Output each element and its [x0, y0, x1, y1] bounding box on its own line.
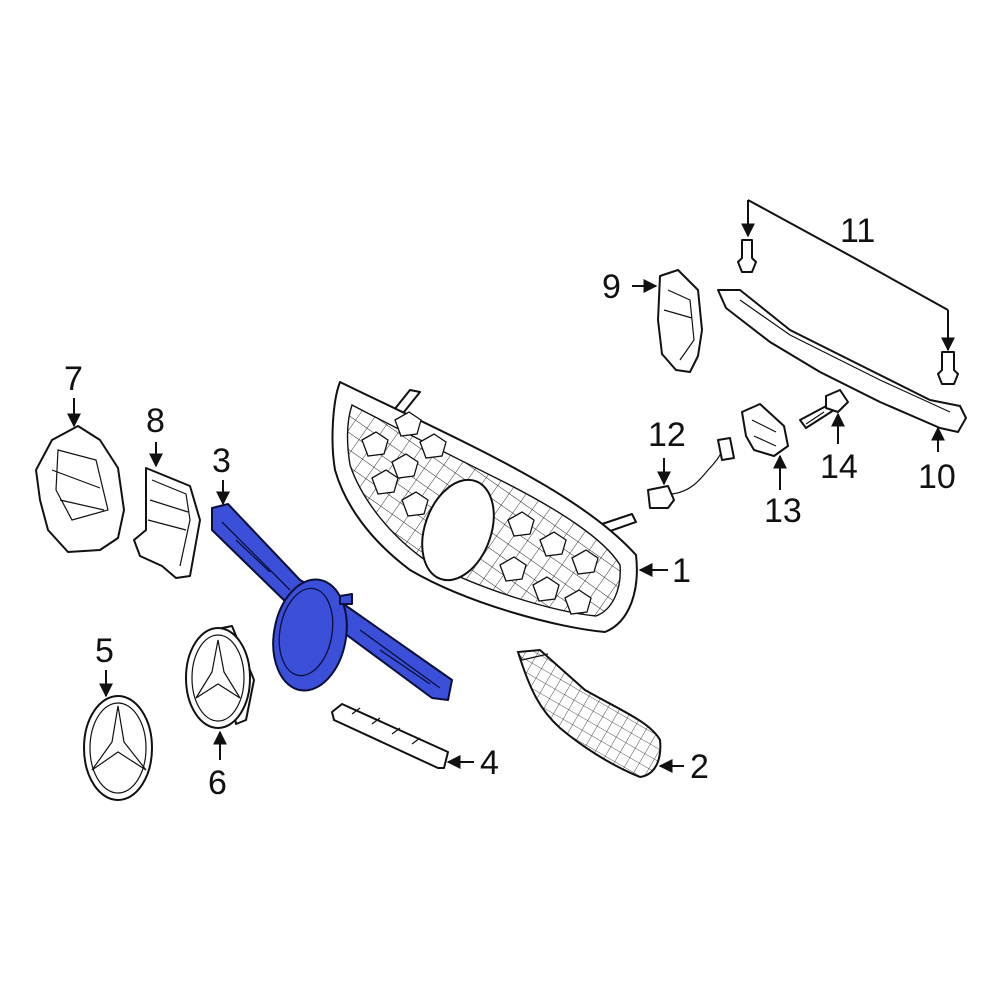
part-14-bolt[interactable] — [799, 389, 849, 429]
callout-4: 4 — [480, 744, 499, 782]
part-1-grille[interactable] — [331, 381, 638, 633]
part-2-lower-grille[interactable] — [516, 648, 662, 779]
part-8-mount-bracket[interactable] — [133, 467, 201, 579]
callout-14: 14 — [820, 448, 858, 486]
part-5-emblem[interactable] — [83, 695, 153, 801]
part-12-sensor[interactable] — [647, 437, 735, 509]
part-4-trim-strip[interactable] — [331, 703, 449, 769]
part-13-small-bracket[interactable] — [741, 403, 789, 457]
callout-8: 8 — [146, 402, 165, 440]
part-10-support-bar[interactable] — [717, 289, 967, 433]
leader-lines — [67, 199, 955, 773]
part-9-side-bracket[interactable] — [657, 269, 703, 373]
part-1-emblem-opening — [421, 478, 495, 582]
part-6-emblem-mount[interactable] — [185, 625, 255, 729]
part-11-push-pins[interactable] — [737, 239, 959, 385]
callout-2: 2 — [690, 748, 709, 786]
callout-1: 1 — [672, 552, 691, 590]
callout-5: 5 — [95, 632, 114, 670]
callout-13: 13 — [764, 492, 802, 530]
callout-9: 9 — [602, 268, 621, 306]
callout-12: 12 — [648, 416, 686, 454]
callout-11: 11 — [840, 212, 875, 250]
callout-7: 7 — [64, 360, 83, 398]
part-3-grille-bar-highlighted[interactable] — [211, 503, 453, 701]
callout-10: 10 — [918, 458, 956, 496]
part-7-bracket[interactable] — [35, 425, 125, 553]
callout-3: 3 — [212, 442, 231, 480]
callout-6: 6 — [208, 764, 227, 802]
